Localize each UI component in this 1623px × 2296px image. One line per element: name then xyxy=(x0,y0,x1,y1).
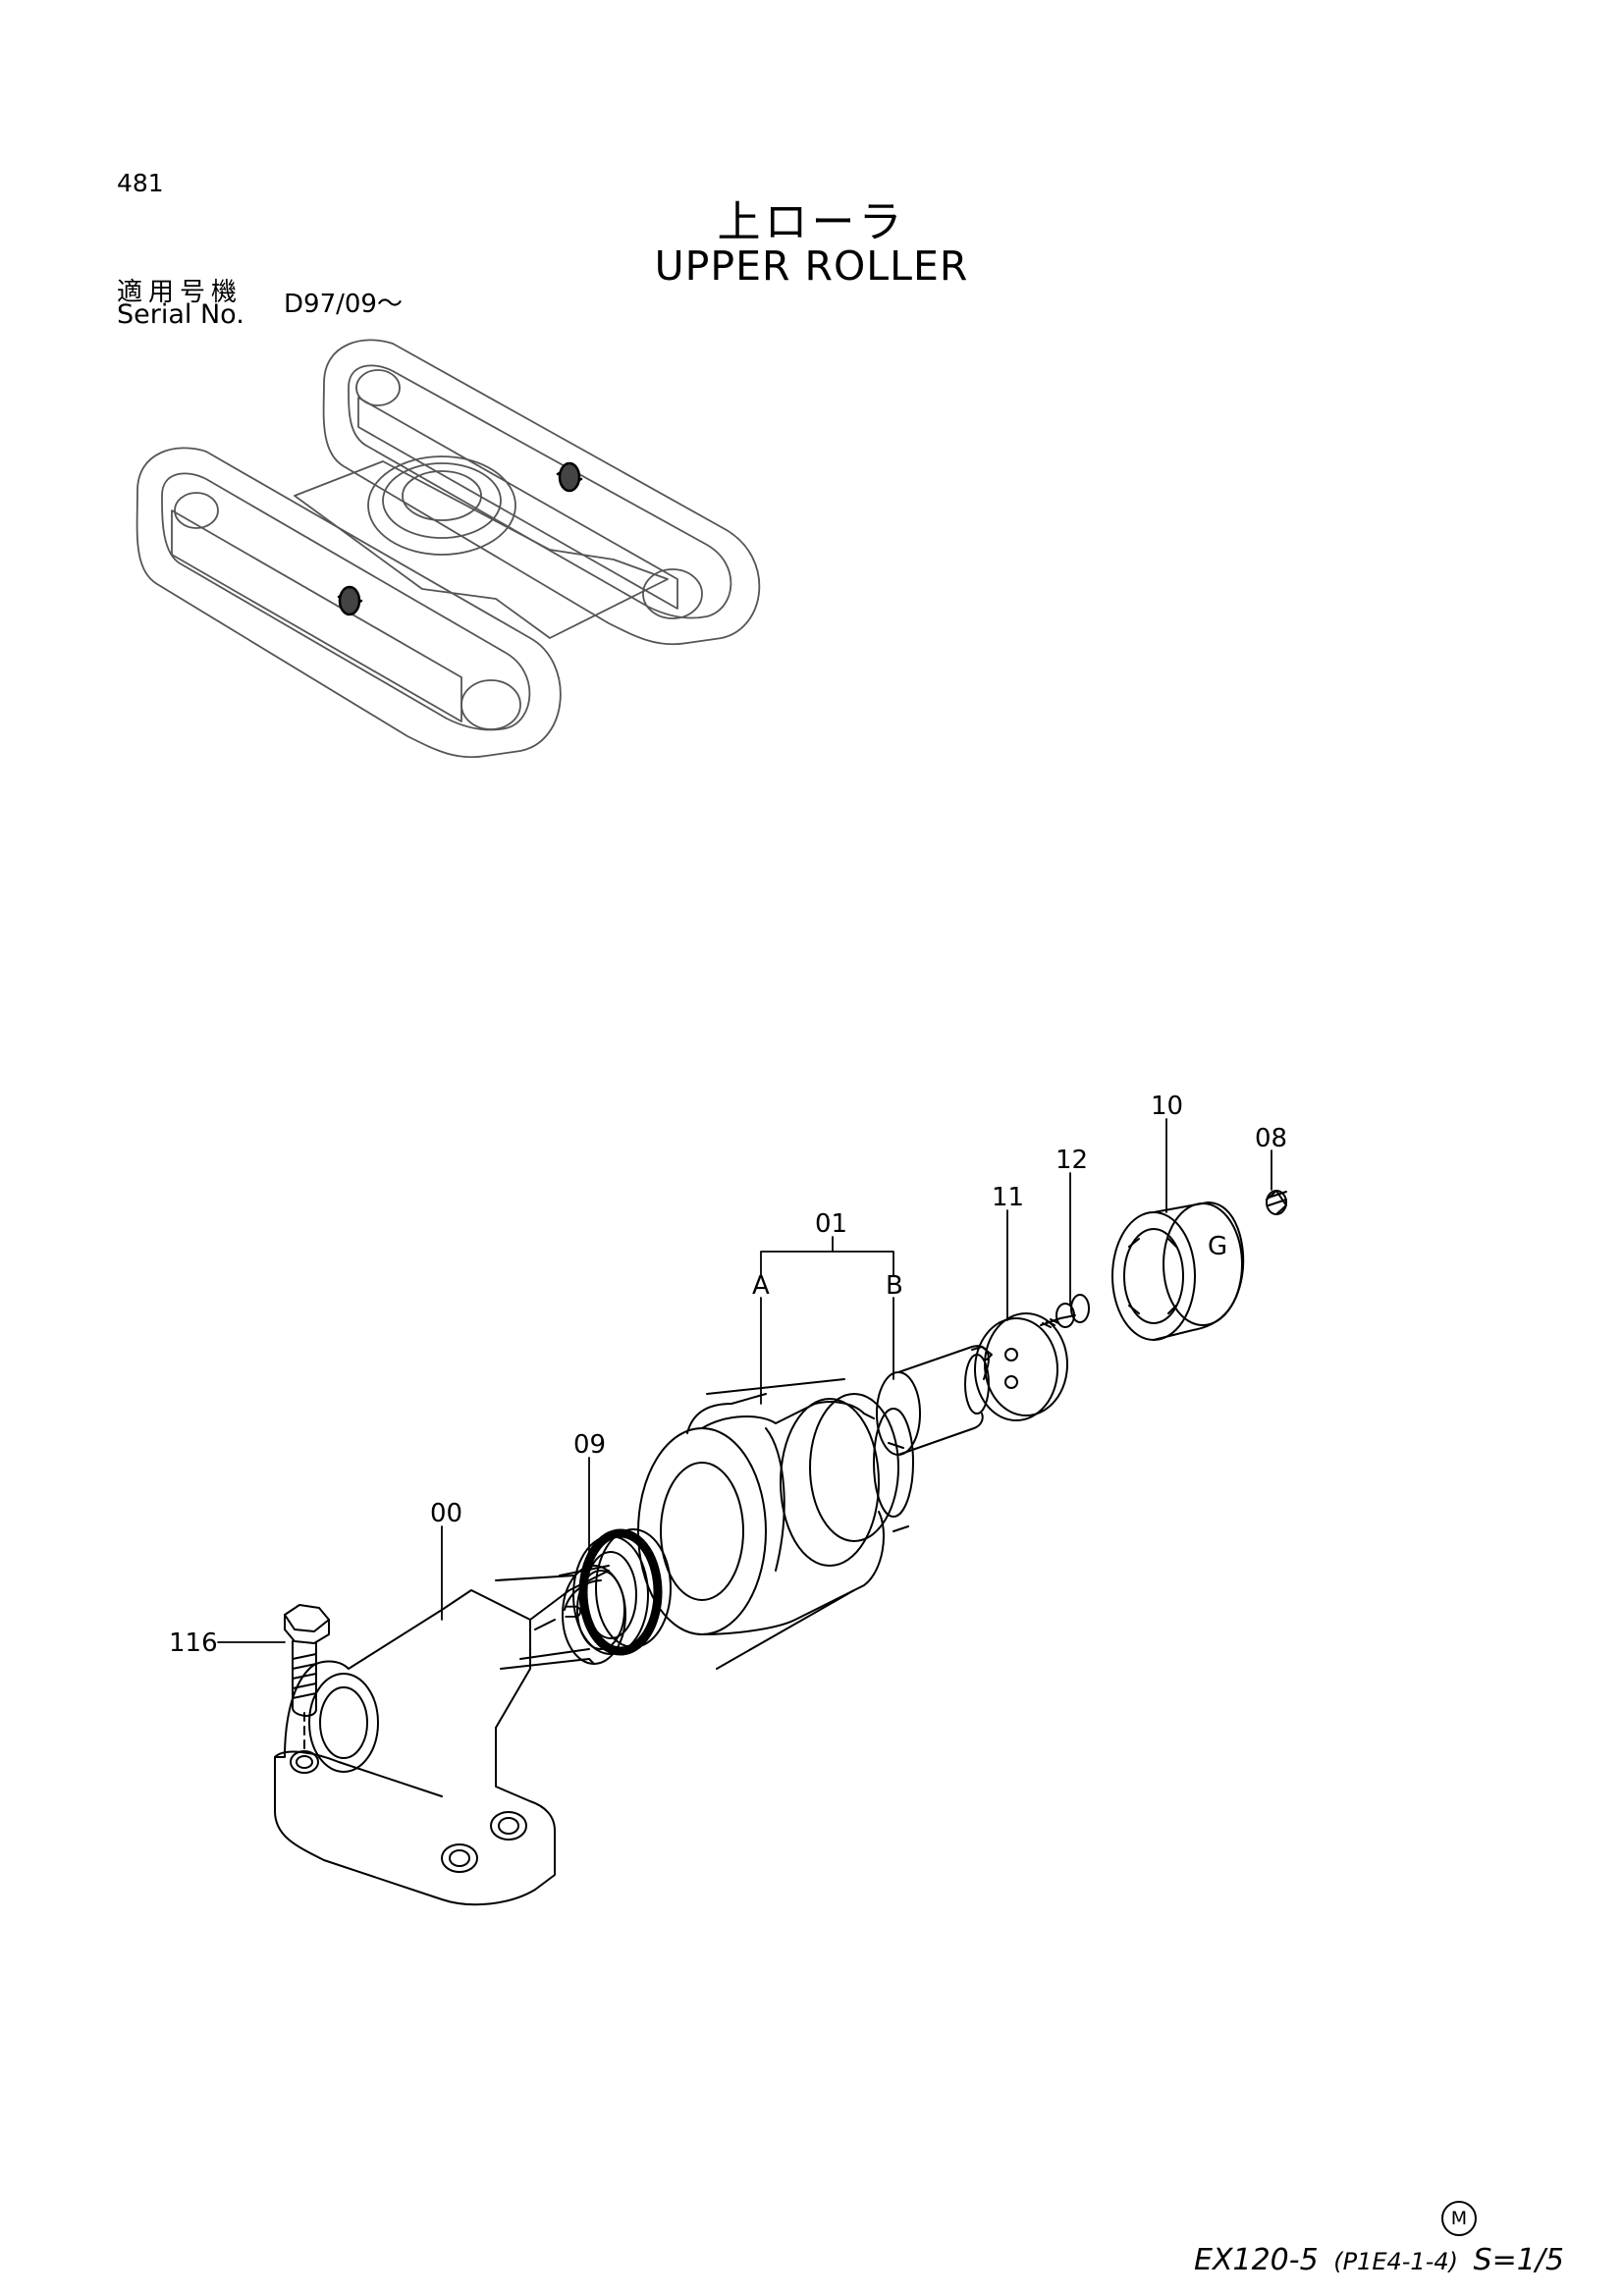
callout-A: A xyxy=(752,1271,770,1301)
page-title-japanese: 上ローラ xyxy=(717,197,906,247)
undercarriage-overview-illustration xyxy=(135,339,761,759)
callout-12: 12 xyxy=(1055,1146,1088,1175)
callout-116: 116 xyxy=(169,1629,218,1658)
footer-scale: S=1/5 xyxy=(1473,2243,1564,2277)
svg-text:⊃: ⊃ xyxy=(563,1597,584,1627)
callout-01: 01 xyxy=(815,1209,847,1239)
callout-00: 00 xyxy=(430,1499,462,1528)
seal-part-09 xyxy=(572,1528,672,1656)
cover-part-10: G xyxy=(1111,1201,1245,1341)
serial-number-value: D97/09～ xyxy=(284,290,403,319)
callout-B: B xyxy=(886,1271,903,1301)
callout-10: 10 xyxy=(1151,1092,1183,1121)
manufacturer-mark: M xyxy=(1441,2201,1477,2236)
footer-model-info: EX120-5 (P1E4-1-4) S=1/5 xyxy=(1194,2243,1564,2277)
thrust-plate-part-11 xyxy=(974,1312,1068,1421)
footer-code: (P1E4-1-4) xyxy=(1333,2248,1458,2275)
bolt-part-116 xyxy=(284,1604,330,1753)
callout-labels: 00 09 116 01 A B 11 12 10 08 xyxy=(169,1092,1287,1658)
page-title-english: UPPER ROLLER xyxy=(654,242,969,290)
callout-09: 09 xyxy=(573,1430,606,1460)
bolt-part-12 xyxy=(1040,1294,1090,1328)
serial-label-english: Serial No. xyxy=(117,299,244,330)
svg-text:G: G xyxy=(1208,1232,1227,1261)
serial-label-japanese: 適用号機 xyxy=(117,278,243,307)
callout-leaders xyxy=(217,1118,1272,1643)
upper-roller-location-marker xyxy=(337,461,583,616)
footer-model: EX120-5 xyxy=(1193,2243,1319,2277)
plug-part-08 xyxy=(1266,1190,1287,1215)
callout-11: 11 xyxy=(992,1183,1024,1212)
page-number: 481 xyxy=(117,169,164,197)
roller-part-01 xyxy=(637,1378,914,1670)
callout-08: 08 xyxy=(1255,1124,1287,1153)
